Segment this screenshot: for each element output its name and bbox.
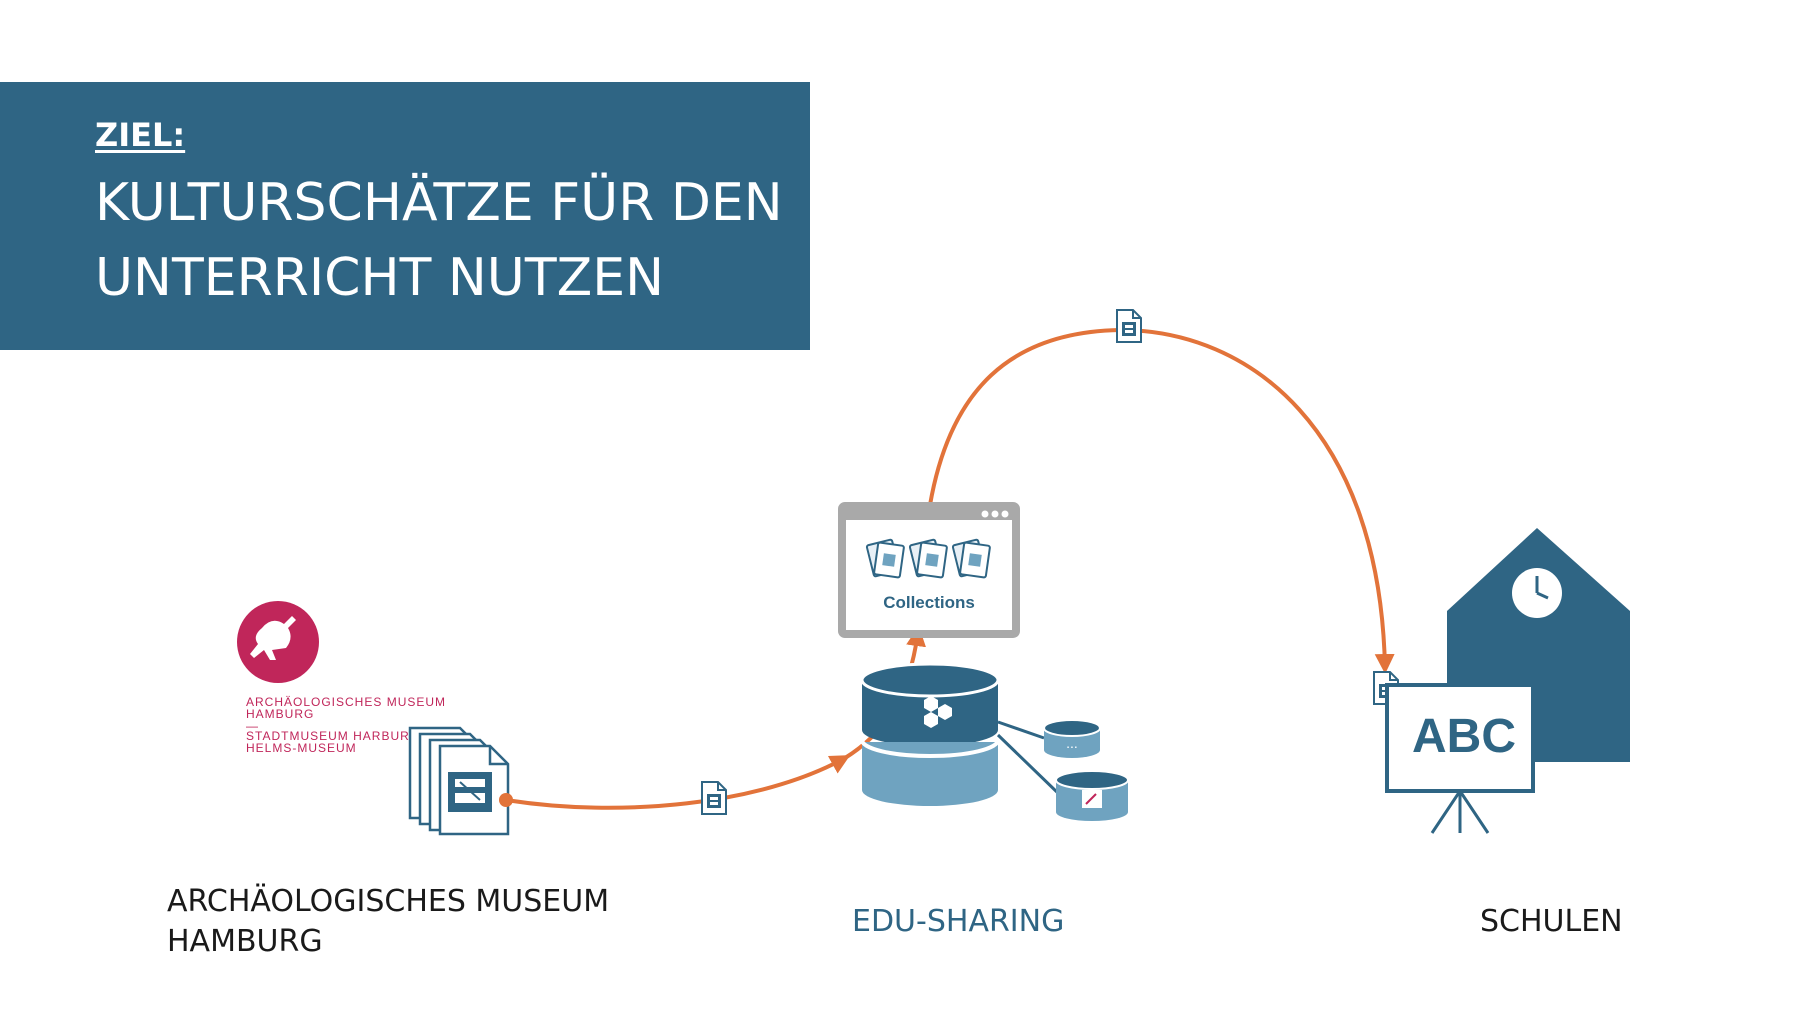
museum-logo-line-5: HELMS-MUSEUM bbox=[246, 741, 357, 755]
goal-headline: KULTURSCHÄTZE FÜR DEN UNTERRICHT NUTZEN bbox=[95, 166, 795, 316]
small-db-label: ... bbox=[1066, 735, 1078, 751]
collections-label: Collections bbox=[883, 593, 975, 612]
caption-edu-sharing: EDU-SHARING bbox=[852, 904, 1065, 939]
goal-kicker: ZIEL: bbox=[95, 116, 186, 154]
document-icon bbox=[701, 781, 727, 815]
arrow-edusharing-to-schools bbox=[928, 327, 1395, 674]
blackboard-icon bbox=[1385, 683, 1535, 834]
clock-icon bbox=[1512, 568, 1562, 618]
caption-schools: SCHULEN bbox=[1480, 904, 1623, 939]
collections-window-icon bbox=[838, 502, 1020, 638]
museum-logo-line-4: STADTMUSEUM HARBURG bbox=[246, 729, 420, 743]
goal-headline-line-2: UNTERRICHT NUTZEN bbox=[95, 248, 664, 308]
museum-logo-icon bbox=[237, 601, 319, 683]
museum-logo-line-2: HAMBURG bbox=[246, 707, 314, 721]
database-icon: ... bbox=[860, 662, 1129, 821]
caption-museum-line-1: ARCHÄOLOGISCHES MUSEUM bbox=[167, 884, 610, 919]
museum-logo-line-1: ARCHÄOLOGISCHES MUSEUM bbox=[246, 695, 446, 709]
museum-logo-line-3: — bbox=[246, 719, 259, 733]
goal-headline-line-1: KULTURSCHÄTZE FÜR DEN bbox=[95, 173, 783, 233]
caption-museum-line-2: HAMBURG bbox=[167, 924, 323, 959]
film-files-icon bbox=[408, 726, 510, 836]
board-text: ABC bbox=[1412, 710, 1516, 763]
document-icon bbox=[1116, 309, 1142, 343]
goal-banner: ZIEL: KULTURSCHÄTZE FÜR DEN UNTERRICHT N… bbox=[0, 82, 810, 350]
museum-logo-text: ARCHÄOLOGISCHES MUSEUM HAMBURG — STADTMU… bbox=[246, 695, 446, 755]
arrow-museum-to-edusharing bbox=[505, 755, 851, 810]
caption-museum: ARCHÄOLOGISCHES MUSEUM HAMBURG bbox=[167, 882, 609, 962]
